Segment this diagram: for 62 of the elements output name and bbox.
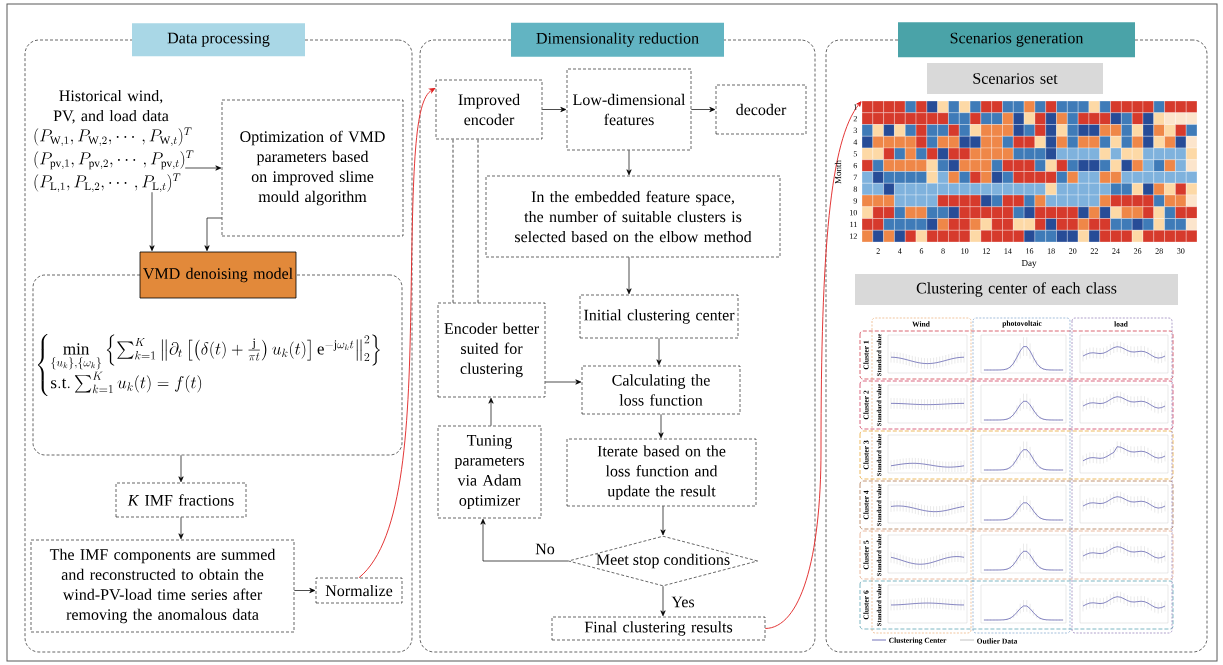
tick-label: 3 (853, 127, 857, 134)
arrow (764, 101, 862, 629)
arrow (149, 191, 155, 252)
edge-label: Yes (670, 595, 696, 609)
process-box: Encoder better suited for clustering (437, 302, 546, 398)
section-header: Scenarios set (927, 63, 1103, 94)
tick-label: 12 (983, 248, 990, 254)
arrow (293, 587, 316, 594)
arrow (690, 106, 716, 113)
process-box: Calculating the loss function (581, 365, 741, 415)
arrow (480, 518, 569, 562)
process-box: Optimization of VMD parameters based on improved slime mould algorithm (221, 99, 404, 237)
tick-label: 28 (1155, 248, 1163, 254)
tick-label: 16 (1026, 248, 1034, 254)
input-data-text: Historical wind, PV, and load data $(P_{\mathrm{W},1},P_{\mathrm{W},2},\cdots,P_{\mathrm{W},t})^T$ $(P_{\mathrm{pv},1},P_{\mathrm{pv},2},\cdots,P_{\mathrm{pv},t})^T$ $(P_{\mathrm{L},1},P_{\mathrm{L},2},\cdots,P_{\mathrm{L},t})^T$ (34, 90, 194, 192)
process-box: decoder (715, 84, 807, 135)
tick-label: 18 (1047, 248, 1055, 254)
axis-title: Day (1021, 260, 1037, 268)
process-box: In the embedded feature space, the number of suitable clusters is selected based on the elbow method (485, 175, 781, 258)
arrow (488, 397, 494, 427)
process-box: Low-dimensional features (566, 68, 692, 151)
tick-label: 2 (853, 115, 857, 122)
tick-label: 30 (1177, 248, 1185, 254)
arrow (660, 585, 666, 617)
tick-label: 1 (854, 104, 857, 110)
arrow (626, 256, 632, 295)
tick-label: 8 (941, 248, 945, 254)
tick-label: 10 (961, 248, 969, 254)
arrow (626, 149, 632, 176)
tick-label: 14 (1004, 248, 1012, 254)
arrow (178, 516, 184, 540)
process-box: Iterate based on the loss function and update the result (566, 438, 757, 507)
process-box: Final clustering results (551, 616, 766, 641)
process-box: Tuning parameters via Adam optimizer (437, 425, 542, 519)
edge-label: No (534, 542, 556, 556)
arrow (178, 454, 184, 483)
tick-label: 24 (1112, 248, 1120, 254)
tick-label: 22 (1090, 248, 1098, 254)
tick-label: 20 (1069, 248, 1077, 254)
connector-line (477, 138, 479, 304)
arrow (184, 165, 222, 171)
tick-label: 2 (876, 248, 880, 254)
heatmap-drawing (861, 100, 1198, 243)
tick-label: 4 (898, 248, 902, 254)
tick-label: 6 (919, 248, 924, 254)
tick-label: 26 (1133, 248, 1142, 254)
process-box: Improved encoder (435, 79, 543, 140)
arrow (358, 88, 436, 579)
arrow (656, 337, 662, 366)
section-header: Clustering center of each class (855, 274, 1178, 305)
arrow (204, 217, 223, 252)
connector-line (452, 138, 454, 304)
arrow (544, 379, 582, 385)
axis-title: Month (834, 160, 842, 184)
process-box: Normalize (315, 577, 403, 604)
process-box: K IMF fractions (115, 482, 247, 518)
arrow (658, 413, 664, 439)
arrow (541, 106, 567, 113)
process-box: The IMF components are summed and reconstructed to obtain the wind-PV-load time series after removing the anomalous data (30, 539, 295, 633)
arrow (660, 505, 666, 536)
process-box: Initial clustering center (579, 294, 739, 339)
model-box: VMD denoising model (139, 251, 297, 299)
